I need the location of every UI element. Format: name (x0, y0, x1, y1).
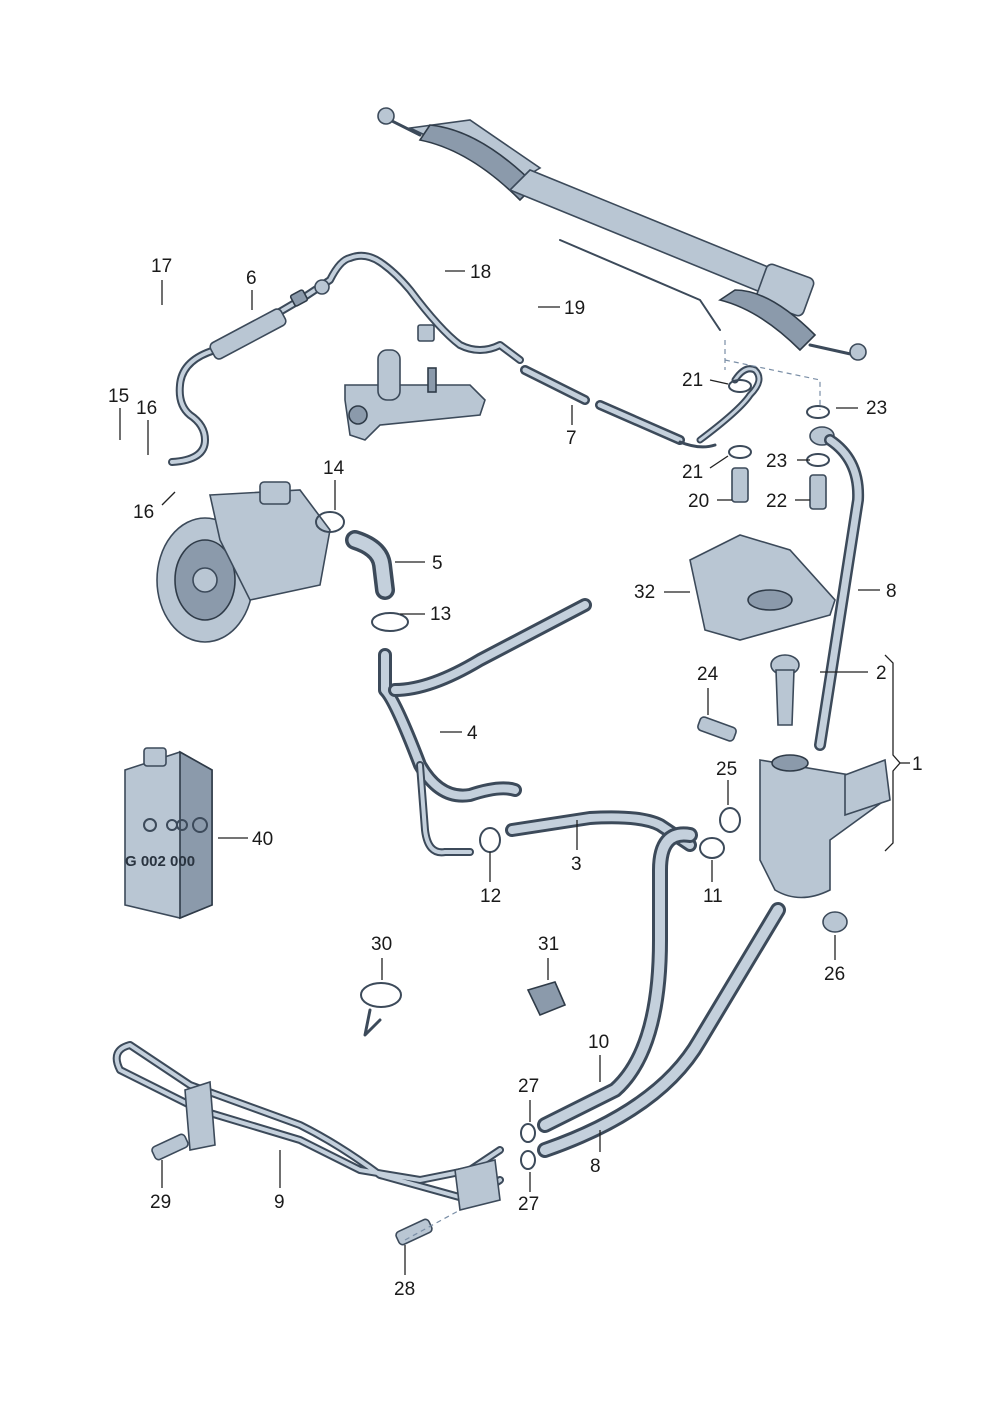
return-line-7 (520, 365, 717, 449)
label-21-lower: 21 (682, 462, 703, 483)
label-6: 6 (246, 268, 257, 289)
label-19: 19 (564, 298, 585, 319)
label-8-upper: 8 (886, 581, 897, 602)
suction-pipe-4 (378, 598, 592, 857)
label-15: 15 (108, 386, 129, 407)
label-18: 18 (470, 262, 491, 283)
label-5: 5 (432, 553, 443, 574)
hose-8-lower (537, 902, 786, 1158)
label-28: 28 (394, 1279, 415, 1300)
mounting-bracket (344, 349, 486, 441)
cooler-line-9 (112, 1041, 536, 1246)
label-4: 4 (467, 723, 478, 744)
label-24: 24 (697, 664, 719, 685)
label-26: 26 (824, 964, 845, 985)
label-14: 14 (323, 458, 345, 479)
label-2: 2 (876, 663, 887, 684)
label-20: 20 (688, 491, 709, 512)
clip-30 (360, 982, 402, 1037)
fluid-can-code: G 002 000 (125, 853, 195, 870)
hose-10 (537, 826, 698, 1133)
pressure-line-6 (168, 251, 524, 466)
label-16-upper: 16 (136, 398, 157, 419)
hose-8-upper (814, 434, 865, 751)
clip-31 (526, 981, 567, 1017)
group-brace-1 (884, 654, 901, 852)
label-16-lower: 16 (133, 502, 154, 523)
label-32: 32 (634, 582, 655, 603)
label-23-lower: 23 (766, 451, 787, 472)
part-labels: 1 2 3 4 5 6 7 8 8 9 10 11 12 13 14 15 16… (108, 256, 923, 1300)
label-7: 7 (566, 428, 577, 449)
label-10: 10 (588, 1032, 609, 1053)
label-30: 30 (371, 934, 392, 955)
label-21-upper: 21 (682, 370, 703, 391)
hydraulic-fluid-can: G 002 000 (124, 747, 213, 920)
label-3: 3 (571, 854, 582, 875)
label-23-upper: 23 (866, 398, 887, 419)
label-27-upper: 27 (518, 1076, 539, 1097)
reservoir-1 (719, 754, 891, 933)
power-steering-pump (156, 481, 331, 643)
cover-32 (689, 534, 836, 641)
label-27-lower: 27 (518, 1194, 539, 1215)
label-31: 31 (538, 934, 559, 955)
label-29: 29 (150, 1192, 171, 1213)
label-25: 25 (716, 759, 737, 780)
label-22: 22 (766, 491, 787, 512)
reservoir-cap-2 (770, 654, 800, 726)
bolt-24 (697, 716, 737, 742)
label-40: 40 (252, 829, 273, 850)
label-8-lower: 8 (590, 1156, 601, 1177)
return-hose-3 (479, 810, 725, 859)
label-12: 12 (480, 886, 501, 907)
label-1: 1 (912, 754, 923, 775)
label-11: 11 (703, 886, 723, 907)
label-9: 9 (274, 1192, 285, 1213)
steering-rack (377, 107, 867, 361)
rack-fittings (696, 340, 835, 510)
suction-hose-5 (315, 511, 409, 632)
label-13: 13 (430, 604, 451, 625)
leader-lines (119, 270, 910, 1275)
label-17: 17 (151, 256, 172, 277)
